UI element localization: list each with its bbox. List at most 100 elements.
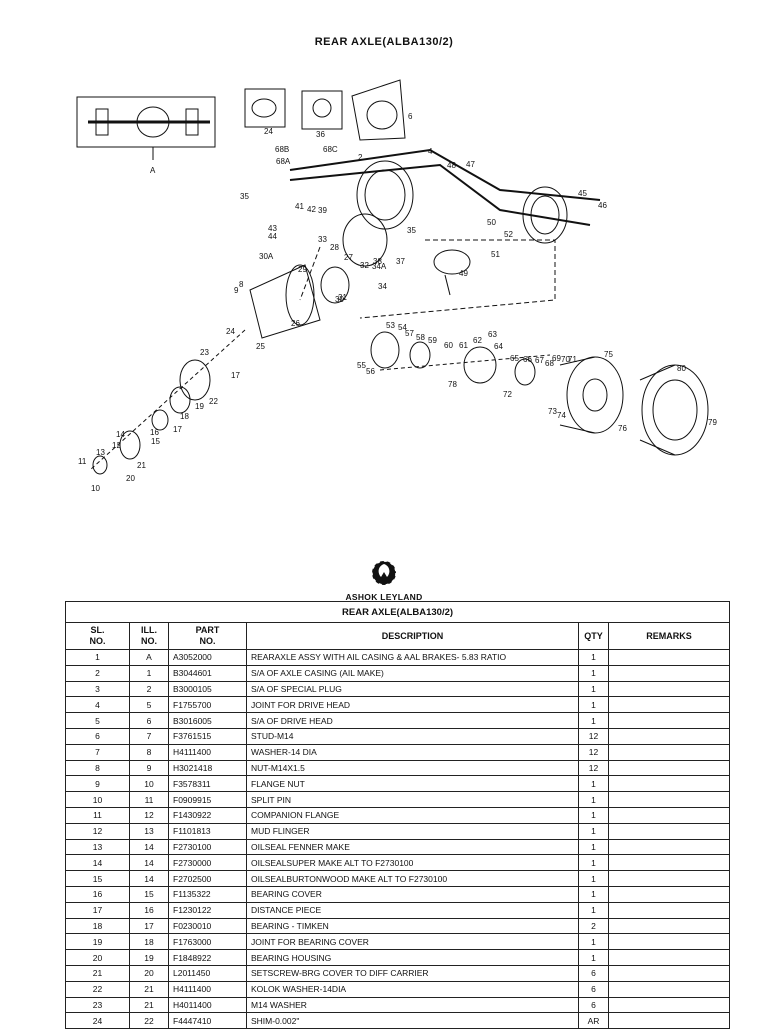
sl-no-cell: 18 [65, 917, 130, 935]
remarks-cell [607, 712, 731, 729]
callout-label: 43 [268, 224, 277, 233]
description-cell: DISTANCE PIECE [246, 901, 579, 919]
remarks-cell [607, 1012, 731, 1029]
callout-label: 36 [316, 130, 325, 139]
remarks-cell [607, 775, 731, 793]
callout-label: 2 [358, 153, 363, 162]
remarks-cell [607, 791, 731, 808]
sl-no-cell: 24 [65, 1012, 130, 1029]
remarks-cell [607, 759, 731, 777]
ill-no-cell: 11 [129, 791, 169, 808]
ill-no-cell: 14 [129, 838, 169, 856]
callout-label: 42 [307, 205, 316, 214]
sl-no-cell: 7 [65, 743, 130, 761]
callout-label: 38 [373, 257, 382, 266]
sl-no-cell: 10 [65, 791, 130, 808]
callout-label: 56 [366, 367, 375, 376]
callout-label: 46 [598, 201, 607, 210]
sl-no-cell: 9 [65, 775, 130, 793]
ill-no-cell: 13 [129, 822, 169, 840]
sl-no-cell: 22 [65, 980, 130, 998]
sl-no-cell: 16 [65, 885, 130, 903]
ill-no-cell: 14 [129, 854, 169, 872]
callout-label: 16 [150, 428, 159, 437]
remarks-cell [607, 870, 731, 887]
part-no-cell: F3761515 [168, 727, 247, 745]
inset-6 [351, 79, 406, 141]
qty-cell: AR [578, 1012, 609, 1029]
qty-cell: 1 [578, 901, 609, 919]
part-no-cell: F4447410 [168, 1012, 247, 1029]
part-no-cell: F2730100 [168, 838, 247, 856]
header-sl-line2: NO. [89, 636, 106, 646]
remarks-cell [607, 822, 731, 840]
description-cell: WASHER-14 DIA [246, 743, 579, 761]
remarks-cell [607, 917, 731, 935]
header-sl-no: SL. NO. [65, 622, 130, 650]
callout-label: 26 [291, 319, 300, 328]
callout-label: 15 [151, 437, 160, 446]
qty-cell: 1 [578, 664, 609, 682]
description-cell: BEARING HOUSING [246, 949, 579, 966]
sl-no-cell: 14 [65, 854, 130, 872]
description-cell: M14 WASHER [246, 996, 579, 1014]
ill-no-cell: 2 [129, 680, 169, 698]
callout-label: 67 [535, 356, 544, 365]
ill-no-cell: A [129, 649, 169, 666]
callout-label: 34A [372, 262, 387, 271]
header-remarks: REMARKS [607, 622, 731, 650]
part-no-cell: F1848922 [168, 949, 247, 966]
callout-label: 44 [268, 232, 277, 241]
callout-label: 74 [557, 411, 566, 420]
callout-label: 29 [298, 265, 307, 274]
callout-label: 57 [405, 329, 414, 338]
callout-label: 61 [459, 341, 468, 350]
description-cell: OILSEALBURTONWOOD MAKE ALT TO F2730100 [246, 870, 579, 887]
sl-no-cell: 2 [65, 664, 130, 682]
callout-label: 30A [259, 252, 274, 261]
description-cell: S/A OF AXLE CASING (AIL MAKE) [246, 664, 579, 682]
callout-label: 64 [494, 342, 503, 351]
ill-no-cell: 18 [129, 933, 169, 951]
qty-cell: 6 [578, 964, 609, 982]
remarks-cell [607, 885, 731, 903]
sl-no-cell: 5 [65, 712, 130, 729]
qty-cell: 2 [578, 917, 609, 935]
qty-cell: 1 [578, 822, 609, 840]
description-cell: REARAXLE ASSY WITH AIL CASING & AAL BRAK… [246, 649, 579, 666]
sl-no-cell: 1 [65, 649, 130, 666]
callout-label: 10 [91, 484, 100, 493]
part-no-cell: H4111400 [168, 980, 247, 998]
ill-no-cell: 8 [129, 743, 169, 761]
sl-no-cell: 19 [65, 933, 130, 951]
header-ill-line1: ILL. [141, 625, 157, 635]
callout-label: 53 [386, 321, 395, 330]
description-cell: STUD-M14 [246, 727, 579, 745]
part-no-cell: H4011400 [168, 996, 247, 1014]
description-cell: BEARING - TIMKEN [246, 917, 579, 935]
ill-no-cell: 19 [129, 949, 169, 966]
sl-no-cell: 11 [65, 806, 130, 824]
callout-label: 19 [195, 402, 204, 411]
remarks-cell [607, 854, 731, 872]
callout-label: 33 [318, 235, 327, 244]
callout-label: 48 [447, 161, 456, 170]
ill-no-cell: 6 [129, 712, 169, 729]
remarks-cell [607, 664, 731, 682]
ill-no-cell: 10 [129, 775, 169, 793]
callout-label: 68B [275, 145, 289, 154]
qty-cell: 6 [578, 996, 609, 1014]
sl-no-cell: 12 [65, 822, 130, 840]
callout-label: 79 [708, 418, 717, 427]
callout-label: 80 [677, 364, 686, 373]
part-no-cell: F2702500 [168, 870, 247, 887]
part-no-cell: F1755700 [168, 696, 247, 714]
